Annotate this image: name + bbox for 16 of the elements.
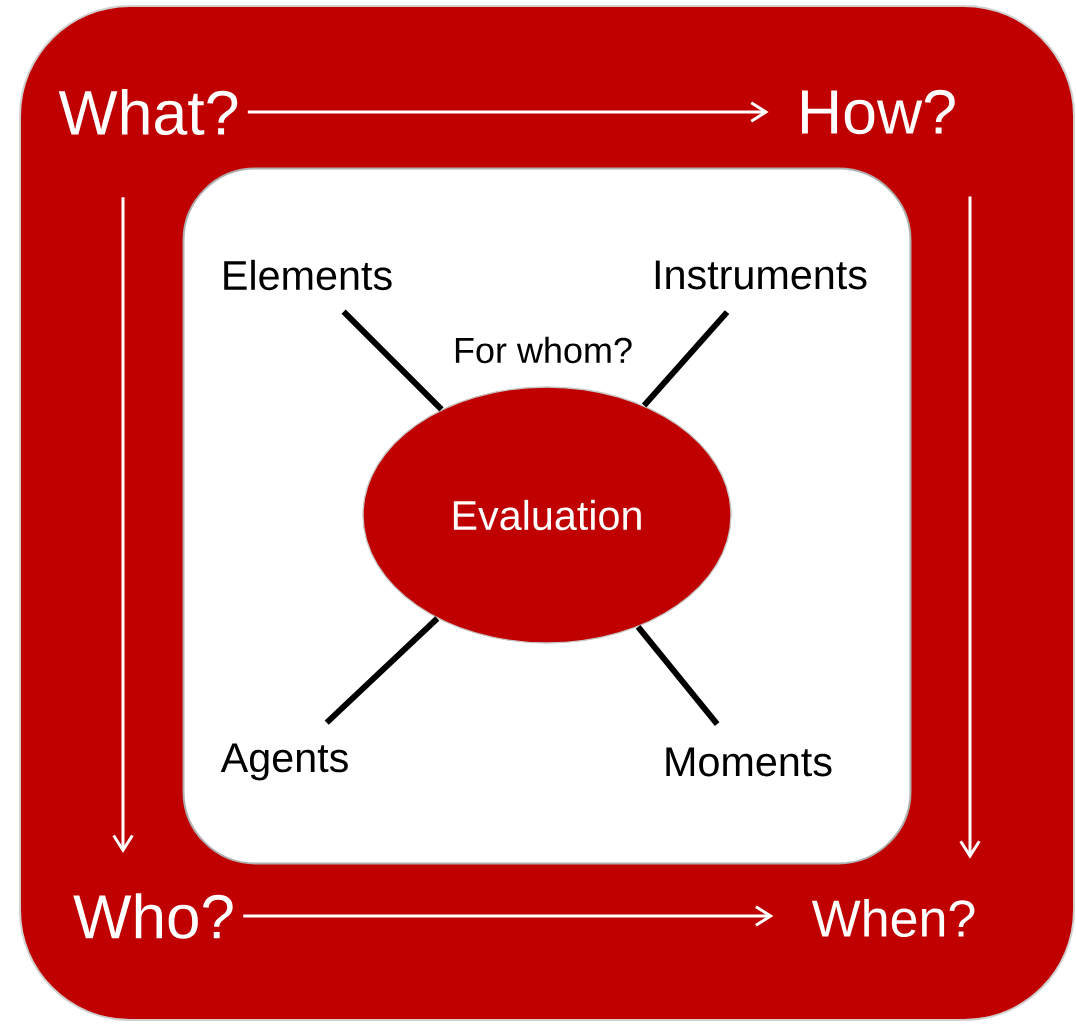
question-text: How? [802, 89, 955, 135]
connector-line [324, 616, 440, 725]
connector-line [341, 309, 444, 412]
connector-line [635, 625, 720, 726]
question-text: Elements [224, 259, 392, 291]
question-text: Instruments [655, 260, 867, 290]
arrow [112, 197, 134, 853]
question-text: Who? [73, 893, 233, 939]
question-text: Agents [220, 743, 348, 781]
question-text: What? [58, 89, 238, 135]
connector-line [641, 310, 730, 408]
arrow [243, 905, 774, 927]
question-text: When? [811, 898, 975, 938]
arrow [247, 101, 769, 123]
arrow [959, 196, 981, 859]
question-text: Moments [666, 747, 832, 777]
